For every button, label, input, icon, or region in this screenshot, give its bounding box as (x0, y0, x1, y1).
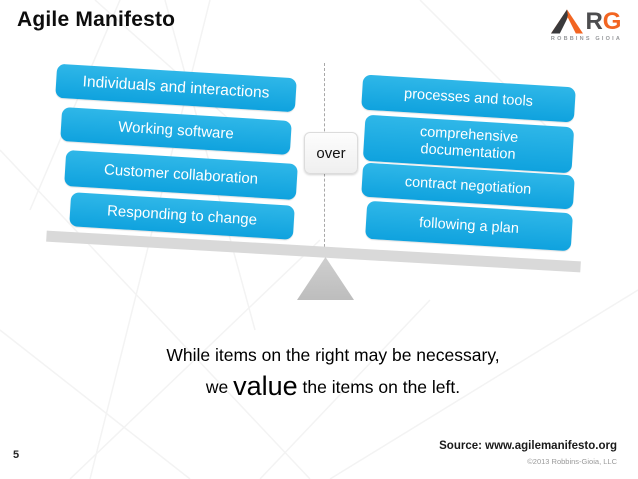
statement-line2-prefix: we (205, 377, 234, 397)
slide-number: 5 (13, 449, 20, 461)
over-label: over (316, 144, 346, 162)
statement-line2: we value the items on the left. (28, 373, 638, 400)
logo-letter-r: R (585, 8, 603, 35)
statement-line1: While items on the right may be necessar… (166, 345, 500, 365)
copyright-text: ©2013 Robbins-Gioia, LLC (527, 457, 617, 466)
statement: While items on the right may be necessar… (28, 345, 638, 400)
logo-triangle-icon (551, 9, 584, 34)
statement-line2-suffix: the items on the left. (297, 377, 461, 397)
statement-line2-emphasis: value (233, 371, 298, 401)
logo-letter-g: G (602, 8, 622, 35)
source-text: Source: www.agilemanifesto.org (439, 440, 617, 452)
over-label-box: over (304, 132, 358, 174)
page-title: Agile Manifesto (17, 8, 176, 31)
logo-subtext: ROBBINS GIOIA (550, 36, 622, 42)
